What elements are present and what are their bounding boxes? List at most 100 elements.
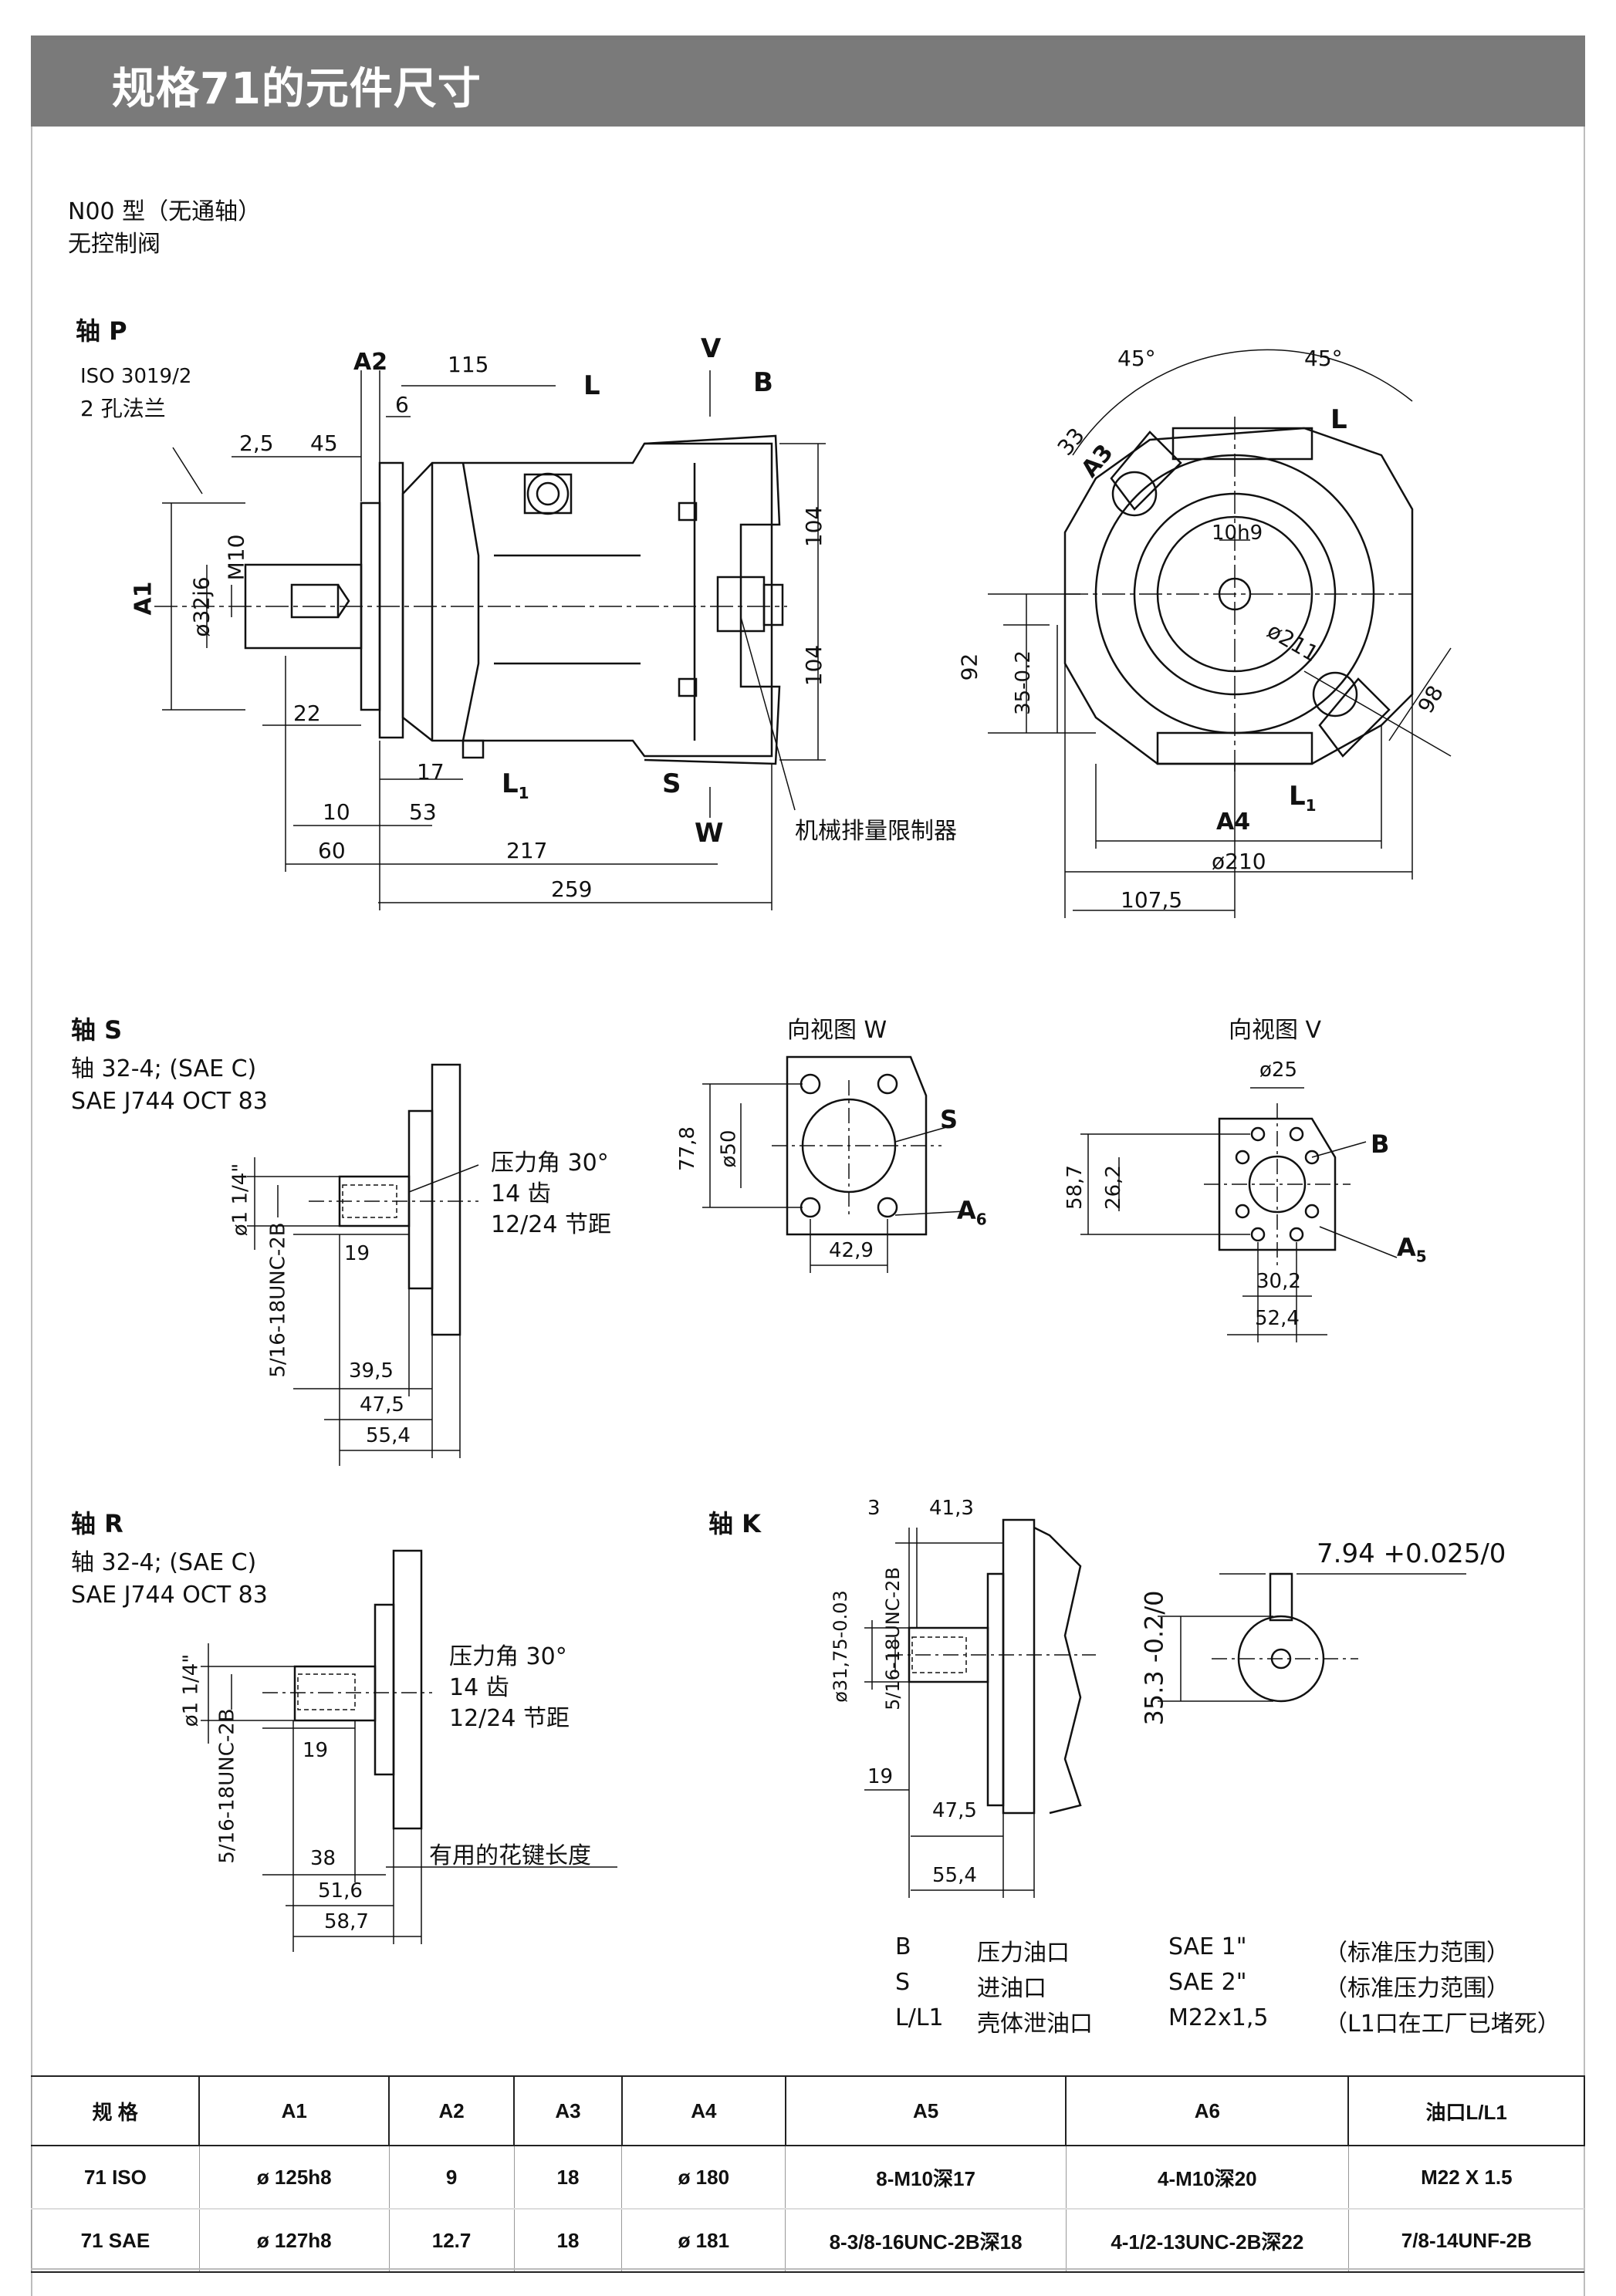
- dim-259: 259: [551, 876, 593, 902]
- v-label-a5: A5: [1397, 1233, 1427, 1266]
- v-dim-30-2: 30,2: [1256, 1270, 1301, 1293]
- shaft-r-title: 轴 R: [71, 1509, 123, 1538]
- shaft-k-title: 轴 K: [708, 1509, 761, 1538]
- table-cell: 8-3/8-16UNC-2B深18: [785, 2209, 1067, 2273]
- shaft-r-note1: 轴 32-4; (SAE C): [71, 1549, 257, 1576]
- shaft-s-note2: SAE J744 OCT 83: [71, 1088, 268, 1115]
- dim-45: 45: [310, 430, 338, 456]
- k-dim-41-3: 41,3: [929, 1497, 974, 1520]
- shaft-p-note1: ISO 3019/2: [80, 365, 192, 388]
- table-cell: 4-M10深20: [1065, 2146, 1349, 2210]
- dim-35: 35-0.2: [1011, 650, 1035, 715]
- table-header: A3: [513, 2075, 623, 2146]
- r-dim-51-6: 51,6: [318, 1879, 363, 1903]
- legend-name: 进油口: [977, 1975, 1046, 2002]
- v-label-b: B: [1371, 1129, 1390, 1159]
- table-header: 油口L/L1: [1347, 2075, 1585, 2146]
- dim-217: 217: [506, 838, 548, 863]
- view-v-title: 向视图 V: [1229, 1017, 1322, 1044]
- dim-92: 92: [956, 653, 982, 681]
- shaft-p-title: 轴 P: [76, 316, 127, 346]
- k-dim-35-3: 35.3 -0.2/0: [1139, 1590, 1169, 1726]
- table-cell: ø 180: [621, 2146, 786, 2210]
- shaft-s-note1: 轴 32-4; (SAE C): [71, 1055, 257, 1082]
- shaft-r-note2: SAE J744 OCT 83: [71, 1582, 268, 1609]
- table-cell: 12.7: [388, 2209, 515, 2273]
- port-label-w: W: [695, 818, 724, 849]
- r-spline-pitch: 12/24 节距: [449, 1705, 570, 1732]
- dim-d210: ø210: [1212, 849, 1266, 874]
- k-dim-3: 3: [867, 1497, 881, 1520]
- w-dim-77-8: 77,8: [675, 1126, 699, 1171]
- side-view-drawing: [154, 370, 826, 910]
- k-dim-unc: 5/16-18UNC-2B: [881, 1567, 904, 1710]
- table-cell: ø 125h8: [198, 2146, 390, 2210]
- front-label-l: L: [1330, 404, 1347, 435]
- view-w-drawing: [702, 1055, 965, 1273]
- shaft-s-title: 轴 S: [71, 1015, 123, 1045]
- dim-17: 17: [417, 759, 445, 785]
- s-spline-pitch: 12/24 节距: [491, 1211, 611, 1238]
- s-spline-angle: 压力角 30°: [491, 1150, 609, 1177]
- dim-a4: A4: [1216, 809, 1251, 836]
- s-dim-d114: ø1 1/4": [228, 1163, 252, 1237]
- table-cell: ø 181: [621, 2209, 786, 2273]
- dim-104-upper: 104: [801, 505, 827, 548]
- legend-remark: （标准压力范围）: [1324, 1975, 1510, 2002]
- s-spline-teeth: 14 齿: [491, 1180, 551, 1207]
- table-header: A4: [621, 2075, 786, 2146]
- port-label-b: B: [753, 367, 773, 398]
- r-dim-38: 38: [310, 1847, 336, 1870]
- legend-code: L/L1: [895, 2004, 944, 2031]
- s-dim-19: 19: [344, 1242, 370, 1265]
- table-cell: 7/8-14UNF-2B: [1347, 2209, 1584, 2273]
- table-header: A1: [198, 2075, 390, 2146]
- shaft-s-drawing: [247, 1063, 479, 1466]
- r-usable-spline: 有用的花键长度: [429, 1842, 591, 1869]
- v-dim-52-4: 52,4: [1255, 1307, 1300, 1330]
- legend-remark: （L1口在工厂已堵死）: [1324, 2011, 1560, 2038]
- r-dim-19: 19: [303, 1739, 329, 1762]
- page-frame: [31, 35, 1585, 2296]
- port-label-v: V: [701, 333, 722, 364]
- k-dim-19: 19: [867, 1765, 894, 1788]
- bottom-rule: [31, 2268, 1585, 2270]
- dim-22: 22: [293, 701, 321, 726]
- table-cell: 71 SAE: [31, 2209, 200, 2273]
- w-label-s: S: [940, 1105, 958, 1134]
- title-bar: [31, 35, 1585, 127]
- k-dim-7-94: 7.94 +0.025/0: [1317, 1538, 1506, 1569]
- intro-type: N00 型（无通轴）: [68, 198, 262, 225]
- view-w-title: 向视图 W: [787, 1017, 887, 1044]
- legend-remark: （标准压力范围）: [1324, 1940, 1510, 1967]
- table-row: 71 ISO ø 125h8 9 18 ø 180 8-M10深17 4-M10…: [31, 2146, 1584, 2210]
- v-dim-26-2: 26,2: [1101, 1165, 1125, 1210]
- r-dim-unc: 5/16-18UNC-2B: [215, 1708, 239, 1864]
- table-cell: 18: [513, 2146, 622, 2210]
- table-cell: 4-1/2-13UNC-2B深22: [1065, 2209, 1349, 2273]
- table-cell: 8-M10深17: [785, 2146, 1067, 2210]
- table-header: A5: [785, 2075, 1067, 2146]
- dim-104-lower: 104: [801, 644, 827, 687]
- front-view-drawing: [988, 349, 1452, 918]
- table-cell: 9: [388, 2146, 515, 2210]
- dim-2-5: 2,5: [239, 430, 274, 456]
- intro-valve: 无控制阀: [68, 231, 161, 258]
- port-label-s: S: [662, 768, 681, 799]
- table-cell: M22 X 1.5: [1347, 2146, 1584, 2210]
- dim-53: 53: [409, 799, 437, 825]
- table-cell: 71 ISO: [31, 2146, 200, 2210]
- s-dim-55-4: 55,4: [366, 1424, 411, 1447]
- dim-a1: A1: [130, 581, 157, 616]
- w-label-a6: A6: [957, 1196, 987, 1229]
- shaft-p-note2: 2 孔法兰: [80, 396, 166, 421]
- w-dim-d50: ø50: [717, 1129, 741, 1168]
- k-dim-d31-75: ø31,75-0.03: [829, 1590, 851, 1703]
- dim-10h9: 10h9: [1212, 522, 1263, 545]
- dim-107-5: 107,5: [1121, 887, 1183, 913]
- table-cell: 18: [513, 2209, 622, 2273]
- table-header-row: 规 格 A1 A2 A3 A4 A5 A6 油口L/L1: [31, 2075, 1585, 2146]
- v-dim-d25: ø25: [1259, 1059, 1297, 1082]
- table-cell: ø 127h8: [198, 2209, 390, 2273]
- legend-code: B: [895, 1933, 911, 1960]
